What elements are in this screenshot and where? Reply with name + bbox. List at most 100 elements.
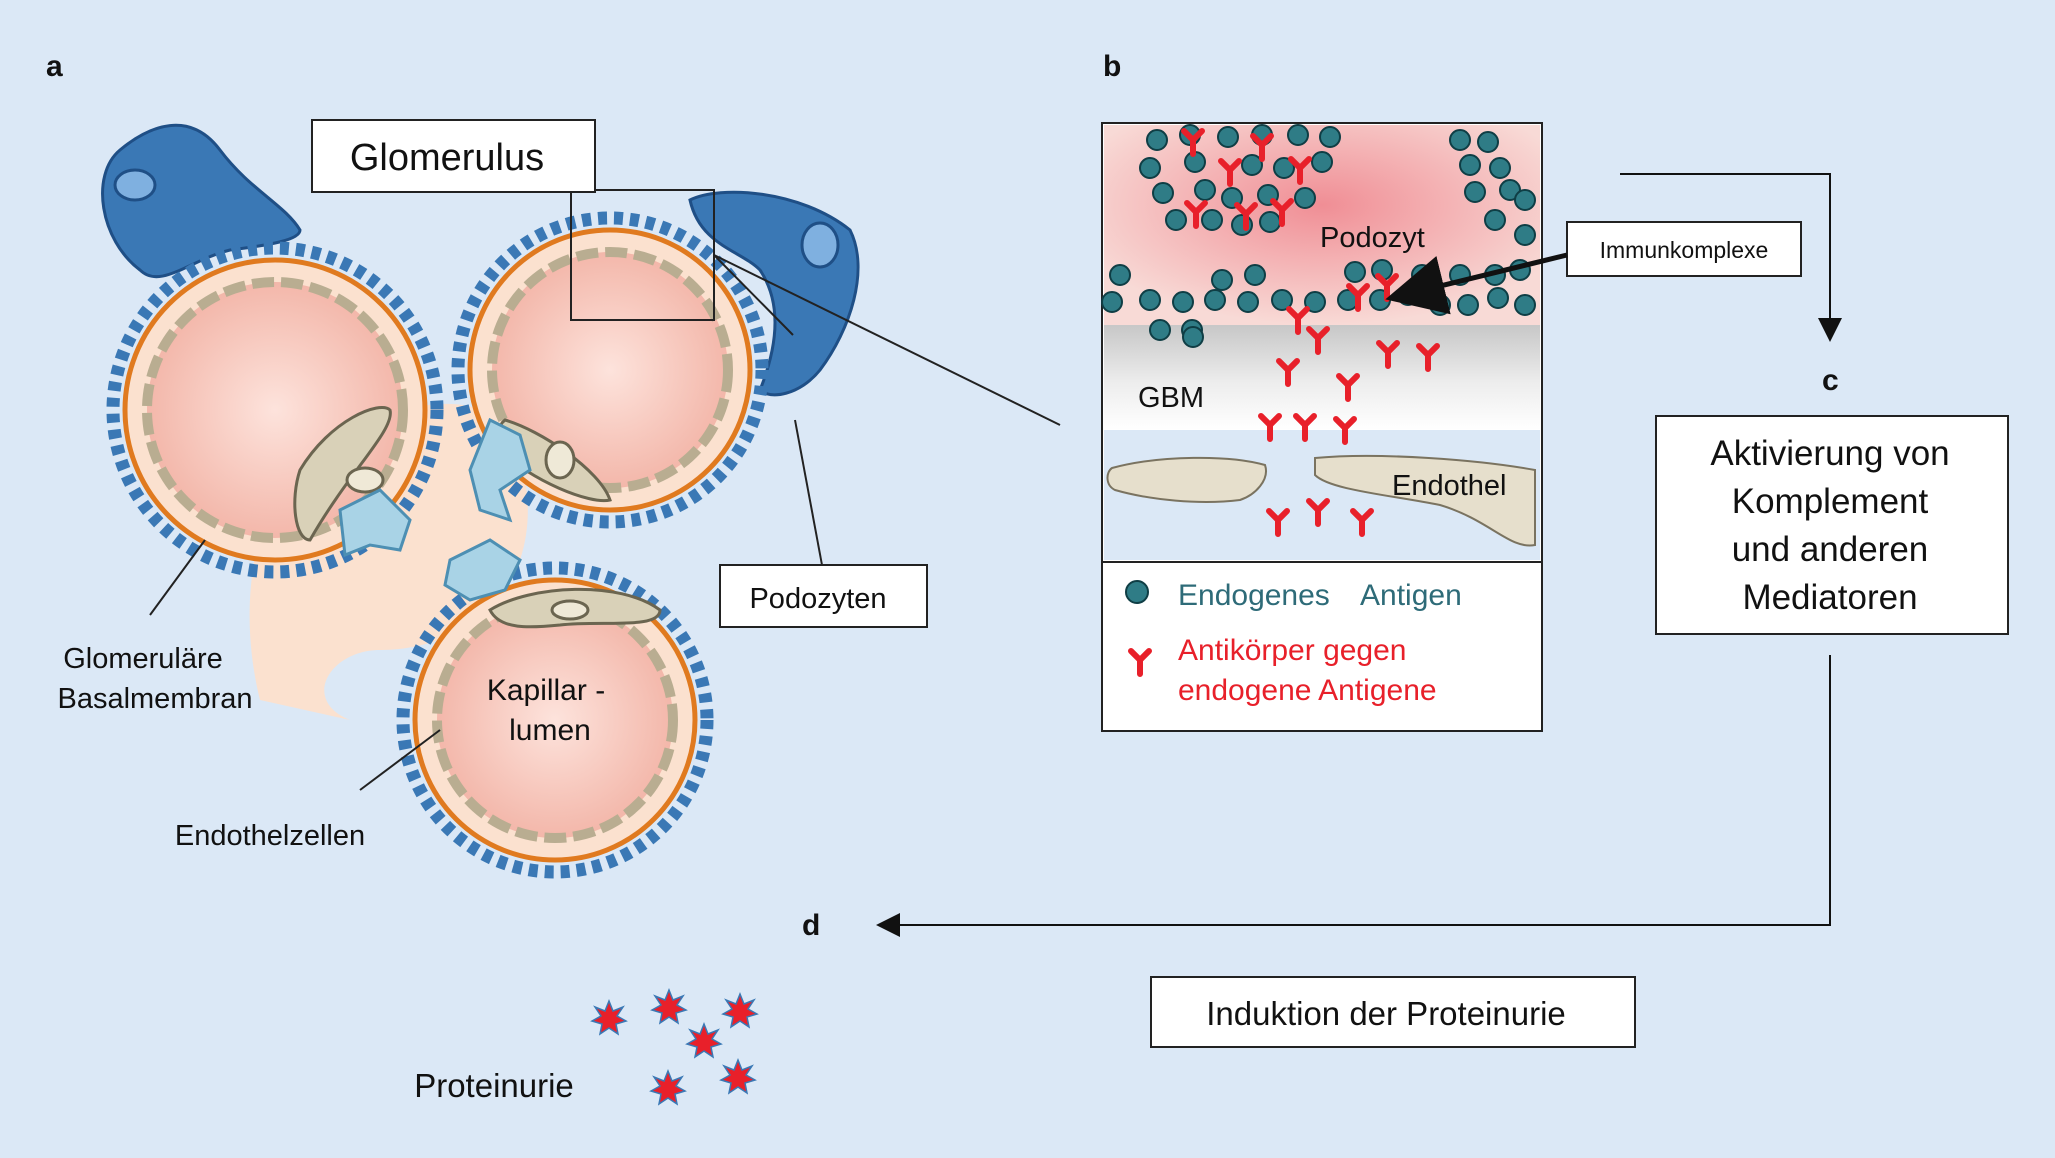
antigen-dot [1271,289,1293,311]
antigen-dot [1489,157,1511,179]
podocytes-label-box [719,564,928,628]
antigen-dot [1139,157,1161,179]
gbm-leader-line [149,539,206,616]
antigen-dot [1514,294,1536,316]
antigen-dot [1319,126,1341,148]
induction-text: Induktion der Proteinurie [1206,995,1566,1032]
antigen-dot [1109,264,1131,286]
podocyte-leader-line [794,419,823,566]
antigen-dot [1152,182,1174,204]
antigen-dot [1459,154,1481,176]
legend-antibody-line1: Antikörper gegen [1178,634,1407,667]
antigen-dot [1487,287,1509,309]
antigen-dot [1211,269,1233,291]
antigen-dot [1146,129,1168,151]
antigen-dot [1241,154,1263,176]
podocyte-nucleus [113,168,157,202]
immune-complex-callout-box [1566,221,1802,277]
zoom-connector-line [713,254,1061,426]
podocytes-label: Podozyten [749,583,886,615]
legend-antigen-icon [1125,580,1149,604]
immune-complex-arrow [1385,252,1568,315]
antigen-dot [1304,291,1326,313]
protein-particle [686,1023,722,1058]
endothelial-nucleus [544,440,576,480]
antigen-dot [1464,181,1486,203]
antigen-dot [1217,126,1239,148]
antigen-dot [1457,294,1479,316]
protein-particle [650,1070,686,1105]
flow-arrow-to-d [876,655,1831,937]
activation-line4: Mediatoren [1742,578,1917,617]
antigen-dot [1165,209,1187,231]
activation-box [1655,415,2009,635]
podocyte-cell-left [101,123,302,279]
protein-particle [720,1059,756,1094]
antigen-dot [1449,129,1471,151]
endothelial-leader-line [359,729,441,791]
mesangial-cell [443,538,522,602]
antigen-dot [1172,291,1194,313]
endothelial-cell-fragment [1314,454,1536,547]
flow-panel: Aktivierung von Komplement und anderen M… [414,173,2009,1105]
podocyte-nucleus [800,221,840,269]
antigen-dot [1139,289,1161,311]
endothelial-nucleus [345,466,385,494]
legend-antibody-line2: endogene Antigene [1178,674,1437,707]
foot-processes [396,561,714,879]
induction-box [1150,976,1636,1048]
endothelial-cells-label: Endothelzellen [175,820,365,852]
antigen-dot [1149,319,1171,341]
glomerulus-panel: Glomerulus Glomeruläre Basalmembran Endo… [57,119,1061,879]
antigen-dot [1201,209,1223,231]
antigen-dot [1182,326,1204,348]
proteinuria-label: Proteinurie [414,1067,574,1104]
antigen-dot [1311,151,1333,173]
immune-complex-callout: Immunkomplexe [1600,237,1769,263]
gbm-label-line1: Glomeruläre [63,643,223,675]
panel-label-b: b [1103,50,1121,83]
antigen-dot [1429,294,1451,316]
antigen-dot [1514,224,1536,246]
activation-line1: Aktivierung von [1710,434,1949,473]
zoom-connector-line [713,254,794,336]
glomerulus-title-box [311,119,596,193]
glomerulus-title: Glomerulus [350,137,544,179]
legend-antigen-word1: Endogenes [1178,579,1330,612]
gbm-zone-label: GBM [1138,382,1204,414]
endothelial-cell [293,406,392,542]
protein-particle [722,993,758,1028]
flow-arrow-to-c [1620,173,1842,342]
antigen-dot [1484,209,1506,231]
gbm-label-line2: Basalmembran [57,683,252,715]
legend-antigen-word2: Antigen [1360,579,1462,612]
antigen-dot [1499,179,1521,201]
antigen-dot [1204,289,1226,311]
activation-line2: Komplement [1732,482,1929,521]
antigen-dot [1411,264,1433,286]
antigen-dot [1273,157,1295,179]
podocyte-zone-label: Podozyt [1320,222,1425,254]
antigen-dot [1514,189,1536,211]
panel-label-d: d [802,909,820,942]
antigen-dot [1259,211,1281,233]
antigen-dot [1294,187,1316,209]
activation-line3: und anderen [1732,530,1929,569]
antigen-dot [1287,124,1309,146]
antigen-dot [1477,131,1499,153]
capillary-lumen-label-line1: Kapillar - [487,674,605,707]
foot-processes [106,241,444,579]
protein-particle [591,1000,627,1035]
antigen-dot [1194,179,1216,201]
mesangial-cell [338,488,412,558]
panel-label-a: a [46,50,63,83]
endothelial-nucleus [550,599,590,621]
endothel-zone-label: Endothel [1392,470,1507,502]
gbm-band [1104,325,1540,430]
capillary-lumen-label-line2: lumen [509,714,591,747]
antigen-dot [1237,291,1259,313]
foot-processes [451,211,769,529]
protein-particle [651,989,687,1024]
panel-label-c: c [1822,364,1839,397]
